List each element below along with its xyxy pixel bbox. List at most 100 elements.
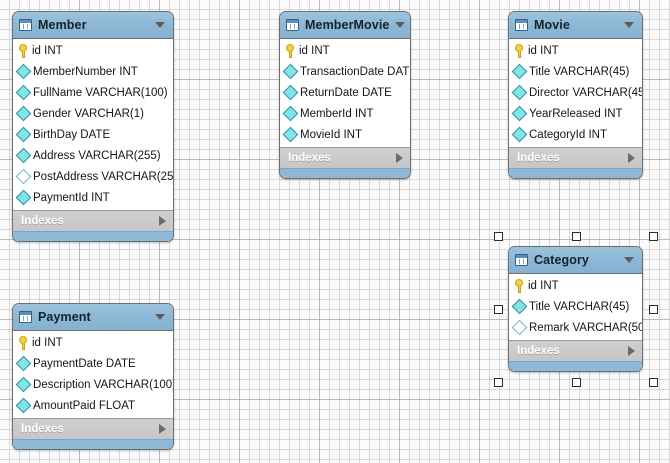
chevron-down-icon[interactable] [155, 22, 165, 28]
column-label: MovieId INT [300, 128, 362, 141]
column-row[interactable]: PaymentDate DATE [13, 353, 173, 374]
entity-table-member[interactable]: Member id INT MemberNumber INT FullName VAR… [12, 11, 174, 242]
column-label: CategoryId INT [529, 128, 607, 141]
column-icon [15, 126, 32, 143]
table-icon [515, 254, 528, 266]
column-row[interactable]: id INT [509, 275, 642, 296]
resize-handle[interactable] [571, 378, 581, 387]
chevron-right-icon[interactable] [628, 346, 635, 356]
column-label: Remark VARCHAR(500) [529, 321, 643, 334]
chevron-down-icon[interactable] [395, 22, 406, 28]
column-row[interactable]: id INT [509, 40, 642, 61]
chevron-right-icon[interactable] [159, 216, 166, 226]
indexes-label: Indexes [517, 152, 560, 164]
column-list: id INT MemberNumber INT FullName VARCHAR(1… [13, 39, 173, 210]
indexes-section[interactable]: Indexes [509, 147, 642, 168]
table-title: Movie [534, 18, 570, 32]
column-row[interactable]: PaymentId INT [13, 187, 173, 208]
column-row[interactable]: PostAddress VARCHAR(255) [13, 166, 173, 187]
chevron-right-icon[interactable] [159, 424, 166, 434]
chevron-down-icon[interactable] [624, 257, 634, 263]
resize-handle[interactable] [571, 232, 581, 241]
column-row[interactable]: ReturnDate DATE [280, 82, 410, 103]
resize-handle[interactable] [649, 305, 658, 314]
column-row[interactable]: Address VARCHAR(255) [13, 145, 173, 166]
column-row[interactable]: Remark VARCHAR(500) [509, 317, 642, 338]
column-icon [511, 126, 528, 143]
resize-handle[interactable] [649, 232, 658, 241]
column-row[interactable]: AmountPaid FLOAT [13, 395, 173, 416]
indexes-section[interactable]: Indexes [13, 418, 173, 439]
indexes-section[interactable]: Indexes [13, 210, 173, 231]
column-row[interactable]: TransactionDate DATE [280, 61, 410, 82]
column-row[interactable]: Title VARCHAR(45) [509, 61, 642, 82]
entity-table-membermovie[interactable]: MemberMovie id INT TransactionDate DATE Ret… [279, 11, 411, 179]
column-icon [15, 376, 32, 393]
column-row[interactable]: Description VARCHAR(100) [13, 374, 173, 395]
column-row[interactable]: id INT [13, 40, 173, 61]
column-label: FullName VARCHAR(100) [33, 86, 168, 99]
column-label: MemberNumber INT [33, 65, 138, 78]
column-icon [15, 84, 32, 101]
indexes-section[interactable]: Indexes [280, 147, 410, 168]
column-list: id INT TransactionDate DATE ReturnDate DAT… [280, 39, 410, 147]
primary-key-icon [18, 43, 28, 58]
table-icon [286, 19, 299, 31]
column-row[interactable]: CategoryId INT [509, 124, 642, 145]
chevron-down-icon[interactable] [155, 314, 165, 320]
chevron-right-icon[interactable] [628, 153, 635, 163]
primary-key-icon [18, 335, 28, 350]
table-icon [515, 19, 528, 31]
table-header[interactable]: MemberMovie [280, 12, 410, 39]
column-icon [511, 63, 528, 80]
column-icon [282, 126, 299, 143]
chevron-down-icon[interactable] [624, 22, 634, 28]
column-label: Title VARCHAR(45) [529, 300, 630, 313]
column-row[interactable]: Title VARCHAR(45) [509, 296, 642, 317]
column-row[interactable]: MemberId INT [280, 103, 410, 124]
column-row[interactable]: MemberNumber INT [13, 61, 173, 82]
table-footer-strip [13, 231, 173, 241]
column-row[interactable]: id INT [13, 332, 173, 353]
column-label: id INT [32, 44, 63, 57]
column-row[interactable]: Gender VARCHAR(1) [13, 103, 173, 124]
column-row[interactable]: id INT [280, 40, 410, 61]
indexes-label: Indexes [21, 215, 64, 227]
table-title: MemberMovie [305, 18, 390, 32]
chevron-right-icon[interactable] [396, 153, 403, 163]
column-list: id INT Title VARCHAR(45) Remark VARCHAR(50… [509, 274, 642, 340]
table-header[interactable]: Movie [509, 12, 642, 39]
column-icon [282, 105, 299, 122]
indexes-label: Indexes [517, 345, 560, 357]
table-header[interactable]: Member [13, 12, 173, 39]
nullable-column-icon [511, 319, 528, 336]
column-row[interactable]: BirthDay DATE [13, 124, 173, 145]
resize-handle[interactable] [494, 305, 503, 314]
table-header[interactable]: Category [509, 247, 642, 274]
table-title: Payment [38, 310, 91, 324]
column-row[interactable]: YearReleased INT [509, 103, 642, 124]
column-row[interactable]: MovieId INT [280, 124, 410, 145]
resize-handle[interactable] [649, 378, 658, 387]
column-list: id INT Title VARCHAR(45) Director VARCHAR(… [509, 39, 642, 147]
table-icon [19, 311, 32, 323]
entity-table-movie[interactable]: Movie id INT Title VARCHAR(45) Director VAR… [508, 11, 643, 179]
column-label: id INT [299, 44, 330, 57]
column-label: PostAddress VARCHAR(255) [33, 170, 174, 183]
column-row[interactable]: Director VARCHAR(45) [509, 82, 642, 103]
column-label: Title VARCHAR(45) [529, 65, 630, 78]
column-label: TransactionDate DATE [300, 65, 411, 78]
indexes-section[interactable]: Indexes [509, 340, 642, 361]
table-header[interactable]: Payment [13, 304, 173, 331]
column-icon [511, 105, 528, 122]
indexes-label: Indexes [21, 423, 64, 435]
indexes-label: Indexes [288, 152, 331, 164]
table-footer-strip [509, 168, 642, 178]
column-icon [282, 63, 299, 80]
resize-handle[interactable] [494, 232, 503, 241]
resize-handle[interactable] [494, 378, 503, 387]
column-row[interactable]: FullName VARCHAR(100) [13, 82, 173, 103]
